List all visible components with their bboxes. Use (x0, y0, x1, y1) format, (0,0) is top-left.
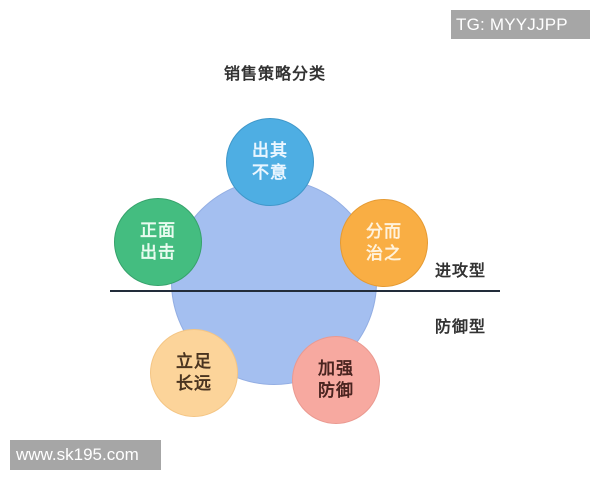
node-label-line1: 加强 (318, 359, 354, 379)
node-lizu-changyuan: 立足 长远 (150, 329, 238, 417)
diagram-title: 销售策略分类 (223, 64, 326, 83)
category-label-defensive: 防御型 (435, 317, 487, 336)
watermark-top-right: TG: MYYJJPP (451, 10, 590, 39)
node-label-line1: 正面 (140, 221, 176, 241)
node-label-line1: 出其 (252, 141, 288, 161)
node-label-line2: 长远 (176, 374, 212, 394)
node-label-line2: 防御 (318, 381, 354, 401)
node-label-line2: 出击 (140, 243, 176, 263)
node-label-line2: 不意 (252, 163, 288, 183)
node-label-line1: 立足 (176, 352, 212, 372)
node-zhengmian-chuji: 正面 出击 (114, 198, 202, 286)
node-fener-zhizhi: 分而 治之 (340, 199, 428, 287)
node-jiaqiang-fangyu: 加强 防御 (292, 336, 380, 424)
node-chuqi-buyi: 出其 不意 (226, 118, 314, 206)
category-divider-line (110, 290, 500, 292)
node-label-line1: 分而 (366, 222, 402, 242)
node-label-line2: 治之 (366, 244, 402, 264)
watermark-bottom-left: www.sk195.com (10, 440, 161, 470)
category-label-offensive: 进攻型 (435, 261, 487, 280)
